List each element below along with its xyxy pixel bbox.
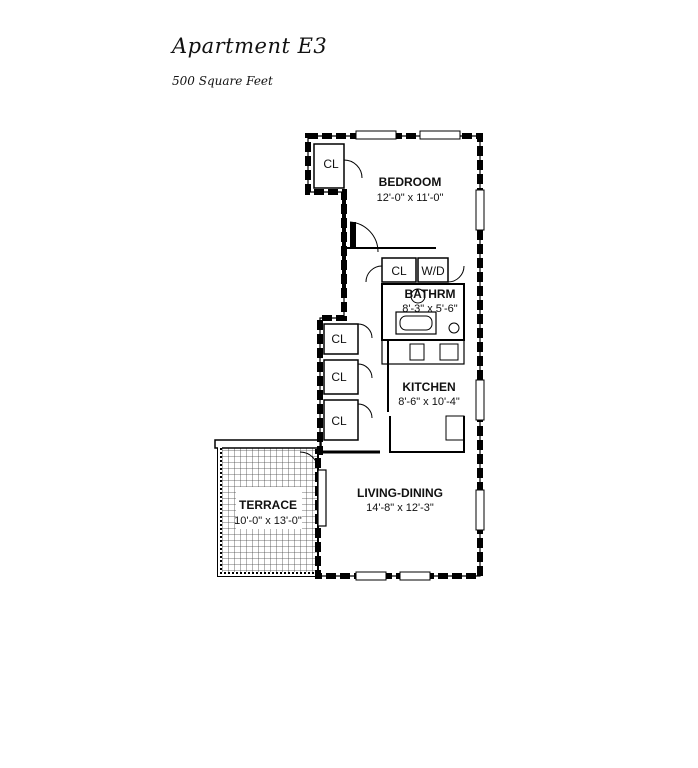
closet-label: CL — [331, 332, 347, 346]
bathroom-label: BATHRM — [404, 287, 455, 301]
living-dining-dims: 14'-8" x 12'-3" — [366, 502, 434, 514]
windows — [355, 130, 485, 581]
closet-label: CL — [331, 370, 347, 384]
washer-dryer-label: W/D — [421, 264, 445, 278]
bedroom-closet — [313, 143, 363, 189]
closet-label: CL — [391, 264, 407, 278]
bedroom-dims: 12'-0" x 11'-0" — [377, 192, 444, 204]
closet-label: CL — [331, 414, 347, 428]
bedroom-label: BEDROOM — [379, 175, 442, 189]
bathroom-dims: 8'-3" x 5'-6" — [402, 303, 458, 315]
room-labels: BEDROOM 12'-0" x 11'-0" BATHRM 8'-3" x 5… — [234, 157, 460, 527]
plan-subtitle: 500 Square Feet — [172, 74, 273, 88]
living-dining-label: LIVING-DINING — [357, 486, 443, 500]
closet-label: CL — [323, 157, 339, 171]
kitchen-label: KITCHEN — [402, 380, 455, 394]
terrace-dims: 10'-0" x 13'-0" — [234, 515, 302, 527]
terrace-label: TERRACE — [239, 498, 297, 512]
plan-title: Apartment E3 — [172, 34, 328, 58]
terrace — [214, 439, 322, 577]
kitchen-dims: 8'-6" x 10'-4" — [398, 396, 460, 408]
interior-walls — [299, 192, 465, 527]
